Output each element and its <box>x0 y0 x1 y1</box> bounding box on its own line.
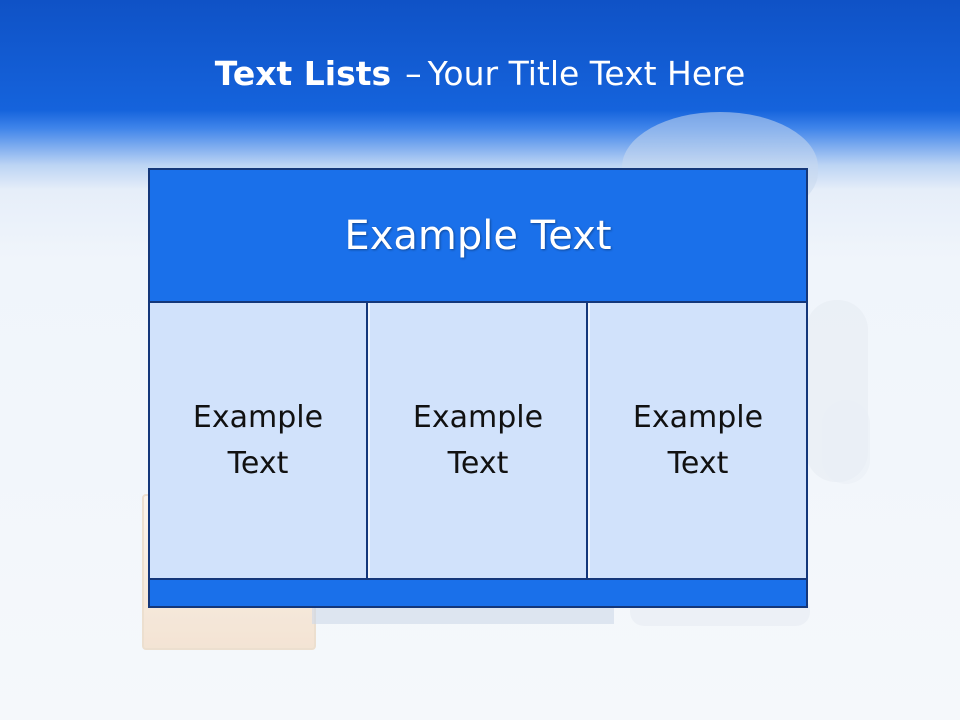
slide-title: Text Lists–Your Title Text Here <box>0 52 960 96</box>
table-cell-1: Example Text <box>150 303 368 578</box>
table-cell-1-text: Example Text <box>192 399 324 481</box>
background-figure-hand <box>822 400 870 484</box>
table-cell-3: Example Text <box>590 303 806 578</box>
text-list-table: Example Text Example Text Example Text E… <box>148 168 808 608</box>
slide-title-rest: Your Title Text Here <box>427 54 746 93</box>
table-cell-2: Example Text <box>370 303 588 578</box>
table-cell-3-text: Example Text <box>632 399 764 481</box>
table-cell-2-text: Example Text <box>412 399 544 481</box>
table-header: Example Text <box>150 170 806 303</box>
table-footer <box>150 578 806 606</box>
slide-title-bold: Text Lists <box>214 54 392 93</box>
slide-title-separator: – <box>405 54 422 93</box>
table-header-text: Example Text <box>344 212 612 259</box>
